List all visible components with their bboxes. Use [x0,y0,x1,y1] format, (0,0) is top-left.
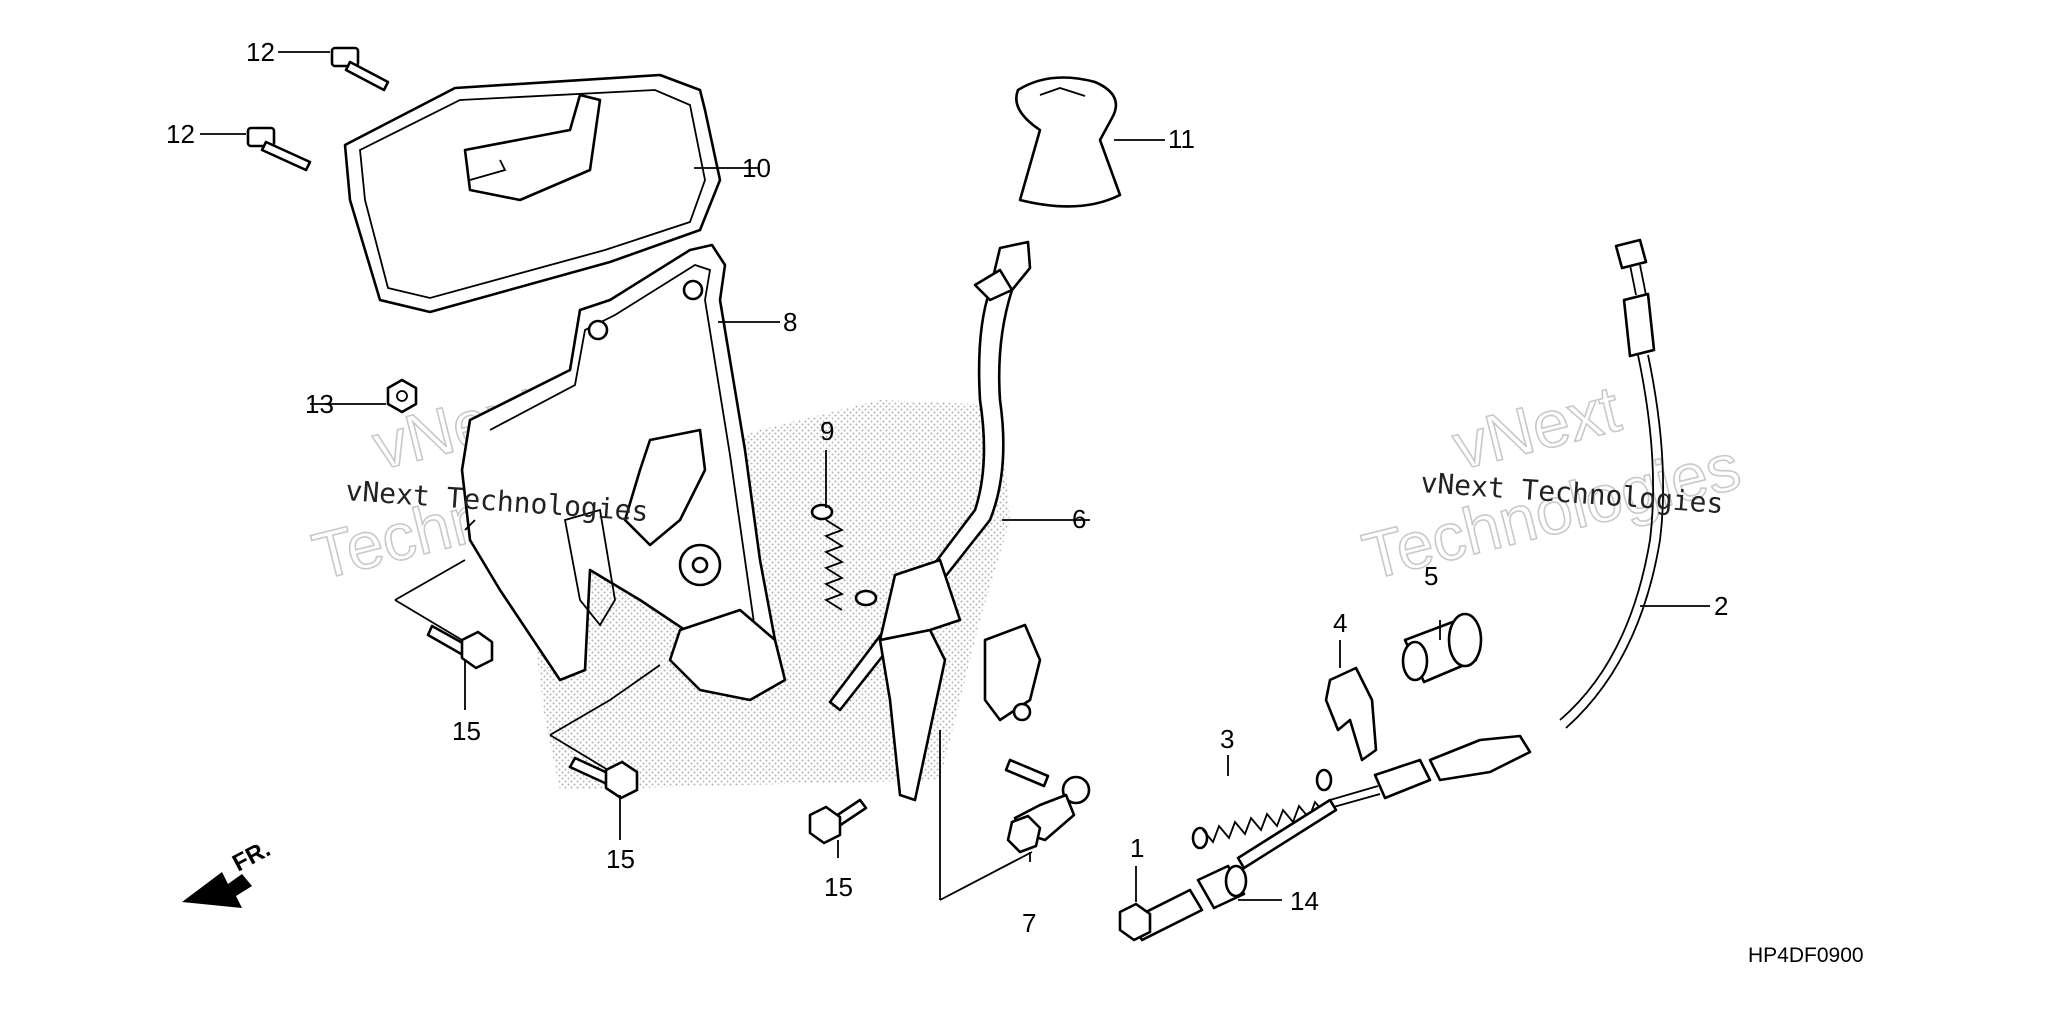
callout-15-right: 15 [824,872,853,902]
callout-10: 10 [742,153,771,183]
front-direction-arrow: FR. [182,835,275,908]
front-label: FR. [228,835,275,877]
part-10-cover [343,73,722,314]
part-12-bolt-upper [330,46,390,92]
callout-14: 14 [1290,886,1319,916]
part-12-bolt-lower [246,126,312,172]
part-11-knob [1015,76,1122,208]
callout-6: 6 [1072,504,1086,534]
callout-5: 5 [1424,561,1438,591]
callout-4: 4 [1333,608,1347,638]
part-5-bushing [1401,612,1483,684]
callout-labels: 12 12 10 11 8 13 9 6 2 5 4 3 15 15 15 1 … [166,37,1728,938]
diagram-code: HP4DF0900 [1748,944,1864,967]
callout-12-upper: 12 [246,37,275,67]
part-7-joint [1004,758,1091,854]
part-15-bolt-middle [568,756,639,800]
part-6-lever [828,240,1042,802]
part-9-spring [810,503,878,611]
part-2-cable [1236,238,1665,870]
callout-11: 11 [1168,124,1195,154]
callout-3: 3 [1220,724,1234,754]
part-8-bracket [460,243,787,702]
callout-1: 1 [1130,833,1144,863]
callout-15-left: 15 [452,716,481,746]
callout-8: 8 [783,307,797,337]
callout-12-lower: 12 [166,119,195,149]
part-14-collar [1196,864,1248,910]
callout-7: 7 [1022,908,1036,938]
part-3-spring [1191,768,1333,850]
callout-9: 9 [820,416,834,446]
part-4-clip [1324,666,1378,762]
callout-15-middle: 15 [606,844,635,874]
callout-13: 13 [305,389,334,419]
part-15-bolt-left [426,624,494,670]
callout-2: 2 [1714,591,1728,621]
part-13-nut [386,378,418,414]
part-1-bolt [1118,888,1204,942]
leader-lines [200,51,1710,902]
part-15-bolt-right [808,798,868,845]
